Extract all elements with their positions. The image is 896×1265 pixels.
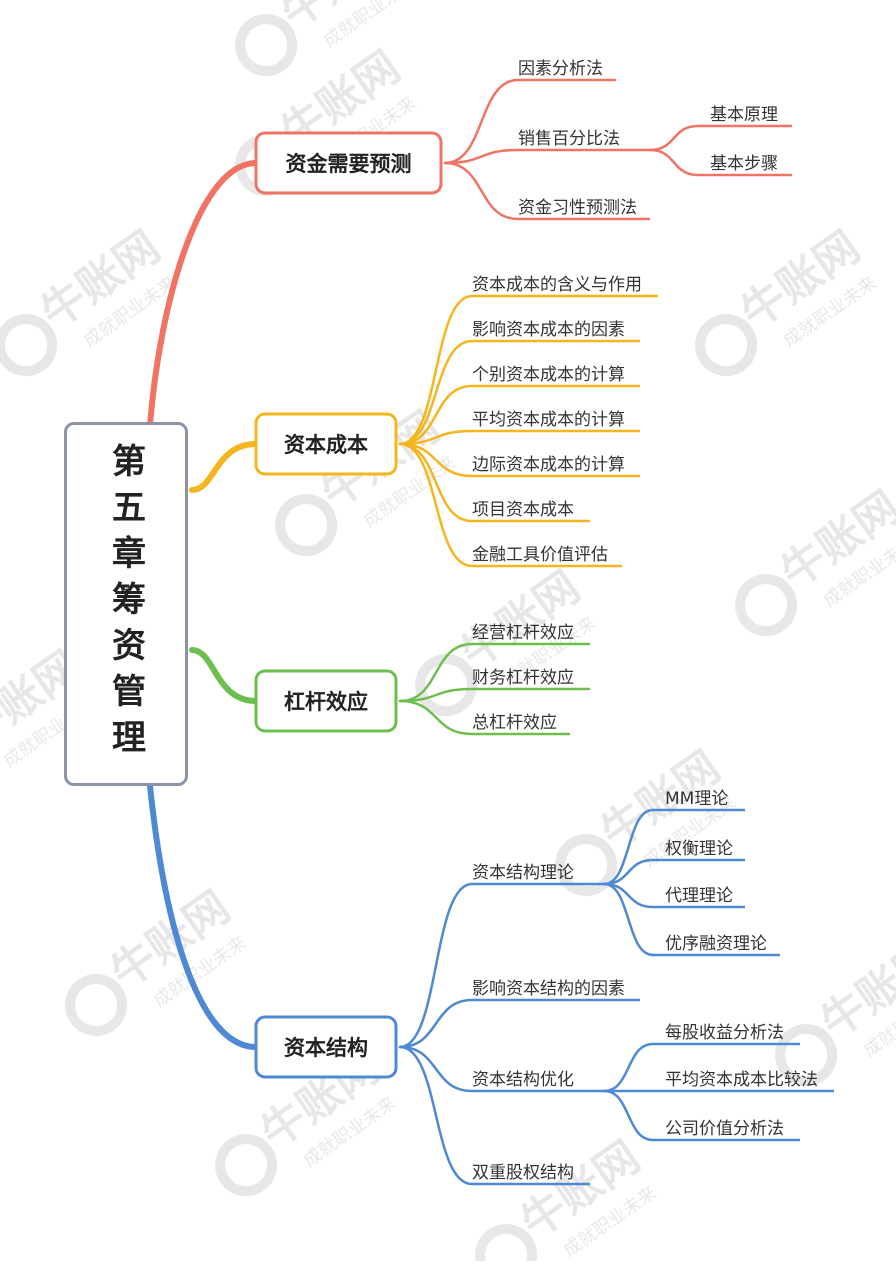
child-topic[interactable]: 项目资本成本 <box>472 500 574 520</box>
root-branch-connector <box>147 783 259 1050</box>
child-topic[interactable]: 总杠杆效应 <box>472 713 557 733</box>
child-connector <box>398 339 474 446</box>
branch-topic-label: 资金需要预测 <box>286 152 412 176</box>
root-branch-connector <box>147 160 259 428</box>
child-topic[interactable]: 资本结构理论 <box>472 863 574 883</box>
child-topic[interactable]: 金融工具价值评估 <box>472 545 608 565</box>
grandchild-topic[interactable]: 优序融资理论 <box>665 934 767 954</box>
branch-topic-label: 资本结构 <box>284 1036 368 1060</box>
child-topic[interactable]: 影响资本成本的因素 <box>472 320 625 340</box>
grandchild-connector <box>648 148 700 177</box>
child-connector <box>398 882 474 1049</box>
child-connector <box>443 148 520 165</box>
child-topic[interactable]: 平均资本成本的计算 <box>472 410 625 430</box>
child-connector <box>398 294 474 446</box>
child-topic[interactable]: 边际资本成本的计算 <box>472 455 625 475</box>
branch-topic[interactable] <box>254 669 398 733</box>
grandchild-topic[interactable]: 基本原理 <box>710 105 778 125</box>
child-connector <box>398 384 474 446</box>
grandchild-connector <box>648 124 700 152</box>
child-connector <box>398 429 474 446</box>
grandchild-topic[interactable]: 每股收益分析法 <box>665 1023 784 1043</box>
child-connector <box>443 78 520 165</box>
grandchild-topic[interactable]: 代理理论 <box>665 886 733 906</box>
watermark-brand: 牛账网 <box>772 482 896 599</box>
child-connector <box>398 699 474 736</box>
grandchild-connector <box>602 882 655 957</box>
grandchild-connector <box>602 1089 655 1142</box>
branch-topic[interactable] <box>254 412 398 476</box>
grandchild-topic[interactable]: 权衡理论 <box>665 839 733 859</box>
child-connector <box>443 161 520 221</box>
grandchild-topic[interactable]: 基本步骤 <box>710 154 778 174</box>
branch-topic-label: 资本成本 <box>284 433 368 457</box>
child-topic[interactable]: 资金习性预测法 <box>518 198 637 218</box>
branch-topic[interactable] <box>254 131 443 195</box>
branch-topic-label: 杠杆效应 <box>284 690 368 714</box>
root-topic-label: 第五章筹资管理 <box>105 443 146 765</box>
connector-lines <box>147 78 834 1186</box>
child-connector <box>398 642 474 703</box>
root-topic[interactable]: 第五章筹资管理 <box>64 422 188 786</box>
child-topic[interactable]: 销售百分比法 <box>518 129 620 149</box>
root-branch-connector <box>189 441 259 493</box>
child-connector <box>398 1045 474 1093</box>
grandchild-topic[interactable]: 公司价值分析法 <box>665 1119 784 1139</box>
child-topic[interactable]: 因素分析法 <box>518 59 603 79</box>
child-topic[interactable]: 个别资本成本的计算 <box>472 365 625 385</box>
child-connector <box>398 1045 474 1186</box>
child-topic[interactable]: 资本结构优化 <box>472 1070 574 1090</box>
root-branch-connector <box>189 647 259 704</box>
grandchild-topic[interactable]: 平均资本成本比较法 <box>665 1070 818 1090</box>
child-connector <box>398 442 474 568</box>
child-topic[interactable]: 经营杠杆效应 <box>472 623 574 643</box>
branch-topic[interactable] <box>254 1015 398 1079</box>
grandchild-topic[interactable]: MM理论 <box>665 789 728 809</box>
child-topic[interactable]: 财务杠杆效应 <box>472 668 574 688</box>
child-connector <box>398 687 474 703</box>
grandchild-connector <box>602 1042 655 1093</box>
child-connector <box>398 998 474 1049</box>
child-topic[interactable]: 影响资本结构的因素 <box>472 979 625 999</box>
grandchild-connector <box>602 808 655 886</box>
child-topic[interactable]: 双重股权结构 <box>472 1163 574 1183</box>
child-topic[interactable]: 资本成本的含义与作用 <box>472 275 642 295</box>
